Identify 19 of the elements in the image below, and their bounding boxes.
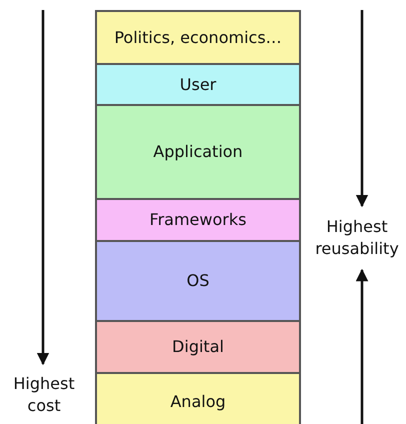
layer-label: Frameworks (150, 209, 246, 231)
layer-box (95, 10, 301, 65)
layer-box (95, 372, 301, 424)
layer-label: Analog (170, 391, 226, 413)
arrow (36, 10, 50, 366)
layer-box (95, 240, 301, 322)
axis-label: Highest reusability (314, 216, 400, 260)
axis-label: Highest cost (12, 373, 76, 417)
layer-label: OS (186, 270, 210, 292)
layer-box (95, 198, 301, 242)
arrow (356, 10, 368, 208)
layer-box (95, 104, 301, 200)
layer-label: Application (153, 141, 243, 163)
arrow (356, 268, 368, 424)
layer-label: Digital (172, 336, 224, 358)
layer-label: User (180, 74, 216, 96)
layer-box (95, 63, 301, 106)
layer-box (95, 320, 301, 374)
layer-label: Politics, economics… (114, 26, 282, 48)
